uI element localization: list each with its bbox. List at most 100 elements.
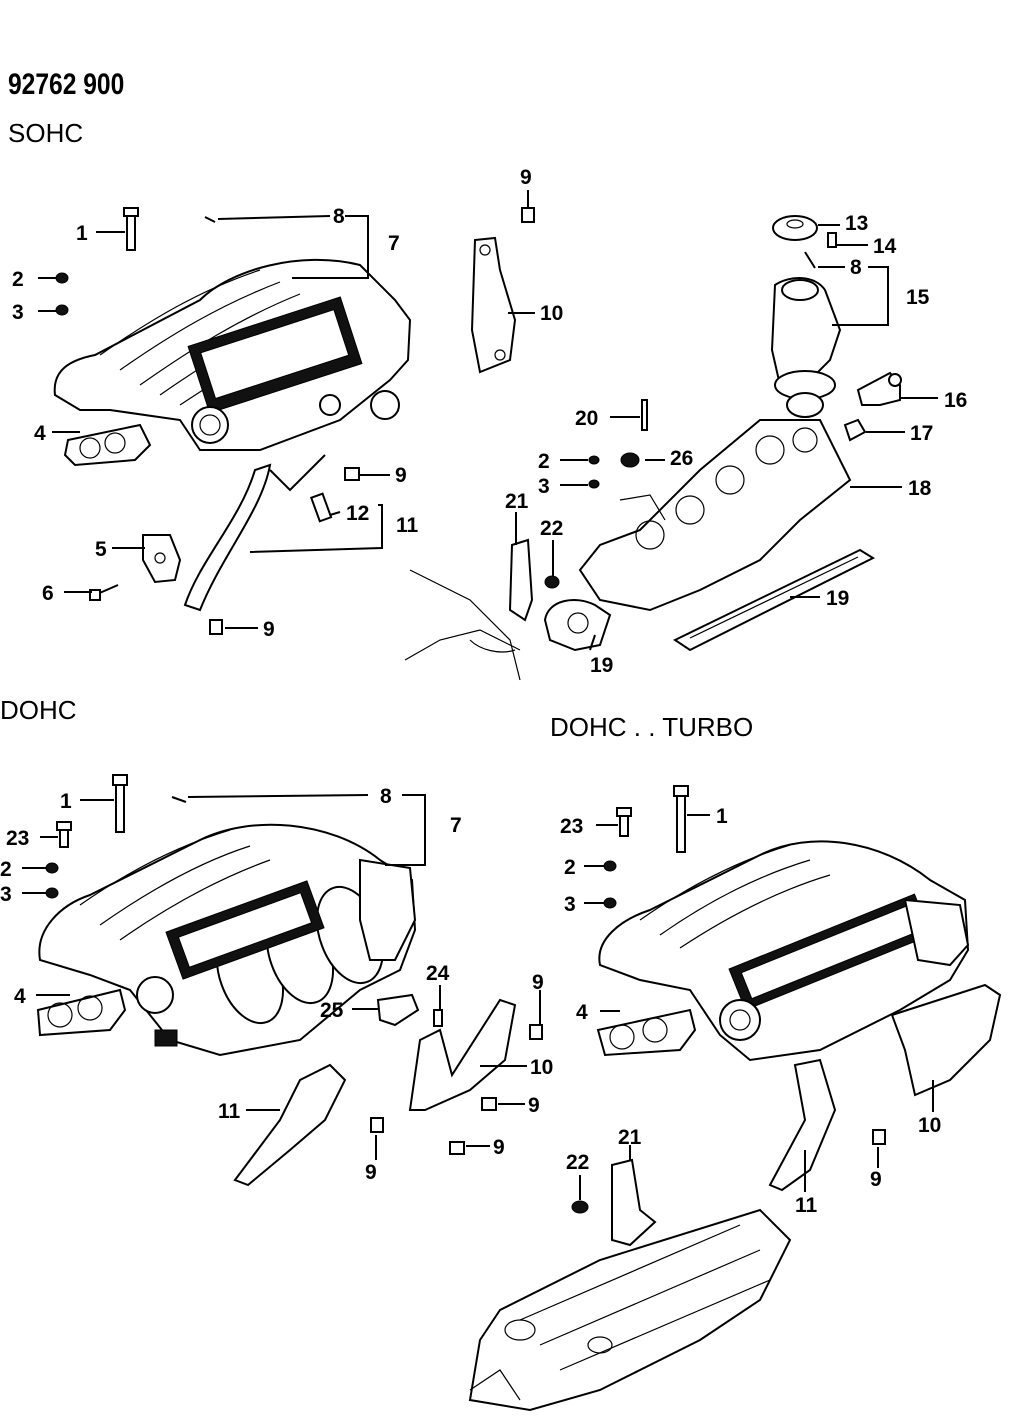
dohc-part-23-bolt xyxy=(56,821,72,848)
callout-sohc-26: 26 xyxy=(670,447,694,470)
turbo-leader-lines xyxy=(579,814,934,1200)
dohc-turbo-section-title: DOHC . . TURBO xyxy=(550,712,754,742)
sohc-part-2-nut xyxy=(55,272,69,284)
callout-dohc-1: 1 xyxy=(60,790,72,813)
turbo-intake-manifold xyxy=(598,840,970,1062)
callout-sohc-13: 13 xyxy=(845,212,869,235)
callout-sohc-14: 14 xyxy=(873,235,897,258)
sohc-part-26-nut xyxy=(620,452,640,468)
sohc-engine-block xyxy=(404,569,521,681)
callout-sohc-18: 18 xyxy=(908,477,932,500)
callout-turbo-2: 2 xyxy=(564,856,576,879)
callout-sohc-7: 7 xyxy=(388,232,400,255)
sohc-part-8b-pin xyxy=(804,251,816,269)
dohc-part-3-washer xyxy=(45,887,59,899)
callout-sohc-17: 17 xyxy=(910,422,934,445)
callout-sohc-22: 22 xyxy=(540,517,564,540)
sohc-intake-manifold xyxy=(53,258,412,451)
dohc-gasket-4 xyxy=(36,988,127,1037)
callout-turbo-3: 3 xyxy=(564,893,576,916)
callout-sohc-8b: 8 xyxy=(850,256,862,279)
dohc-leader-lines xyxy=(22,794,541,1160)
callout-sohc-9-top: 9 xyxy=(520,166,532,189)
dohc-part-2-nut xyxy=(45,862,59,874)
callout-dohc-4: 4 xyxy=(14,985,26,1008)
callout-turbo-11: 11 xyxy=(795,1194,818,1217)
sohc-part-15-housing xyxy=(770,277,842,418)
callout-turbo-1: 1 xyxy=(716,805,728,828)
callout-dohc-8: 8 xyxy=(380,785,392,808)
callout-dohc-10: 10 xyxy=(530,1056,554,1079)
callout-sohc-19-left: 19 xyxy=(590,654,614,677)
sohc-part-11-stay xyxy=(183,454,326,612)
sohc-part-9-bolts xyxy=(209,207,535,635)
sohc-part-3-washer xyxy=(55,304,69,316)
callout-sohc-2b: 2 xyxy=(538,450,550,473)
callout-sohc-1: 1 xyxy=(76,222,88,245)
sohc-part-13-cap xyxy=(772,215,818,241)
turbo-part-22-bolt xyxy=(571,1200,589,1214)
turbo-part-1-bolt xyxy=(673,785,689,853)
sohc-part-8-pin xyxy=(204,216,216,223)
callout-sohc-9-mid: 9 xyxy=(395,464,407,487)
callout-dohc-9-b: 9 xyxy=(528,1094,540,1117)
dohc-part-11-bracket xyxy=(233,1063,347,1187)
callout-turbo-4: 4 xyxy=(576,1001,588,1024)
callout-dohc-11: 11 xyxy=(218,1100,241,1123)
sohc-part-18-lower-manifold xyxy=(578,419,852,612)
callout-sohc-10: 10 xyxy=(540,302,564,325)
sohc-section-title: SOHC xyxy=(8,118,84,148)
sohc-part-1-bolt xyxy=(123,207,139,251)
callout-turbo-22: 22 xyxy=(566,1151,590,1174)
callout-sohc-11: 11 xyxy=(396,514,419,537)
dohc-part-24-bolt xyxy=(433,1009,443,1027)
callout-dohc-9-c: 9 xyxy=(365,1161,377,1184)
callout-dohc-24: 24 xyxy=(426,962,450,985)
callout-dohc-25: 25 xyxy=(320,999,344,1022)
callout-sohc-9-low: 9 xyxy=(263,618,275,641)
callout-sohc-3: 3 xyxy=(12,301,24,324)
callout-dohc-9-a: 9 xyxy=(532,971,544,994)
sohc-part-10-bracket xyxy=(470,236,517,374)
callout-turbo-9: 9 xyxy=(870,1168,882,1191)
callout-dohc-3: 3 xyxy=(0,883,12,906)
sohc-part-19-gasket xyxy=(543,548,876,652)
turbo-part-10-bracket xyxy=(890,983,1002,1097)
sohc-part-22-bolt xyxy=(544,575,560,589)
callout-dohc-7: 7 xyxy=(450,814,462,837)
turbo-part-9-bolt xyxy=(872,1129,886,1145)
turbo-engine-head xyxy=(468,1208,792,1412)
sohc-part-5-plate xyxy=(142,534,182,584)
callout-sohc-21: 21 xyxy=(505,490,529,513)
callout-turbo-10: 10 xyxy=(918,1114,942,1137)
sohc-part-17-sensor xyxy=(843,418,867,442)
dohc-intake-manifold xyxy=(38,823,417,1057)
sohc-part-12-bolt xyxy=(309,492,333,523)
turbo-part-11-bracket xyxy=(768,1058,837,1192)
sohc-gasket-4 xyxy=(63,423,152,467)
callout-sohc-15: 15 xyxy=(906,286,930,309)
turbo-gasket-4 xyxy=(596,1008,697,1057)
sohc-part-21-bracket xyxy=(508,538,534,622)
sohc-part-16-fitting xyxy=(856,371,902,406)
turbo-part-2-nut xyxy=(603,860,617,872)
callout-sohc-8: 8 xyxy=(333,205,345,228)
callout-sohc-19-right: 19 xyxy=(826,587,850,610)
turbo-part-23-bolt xyxy=(616,807,632,837)
callout-sohc-4: 4 xyxy=(34,422,46,445)
turbo-part-21-bracket xyxy=(611,1158,657,1247)
callout-sohc-6: 6 xyxy=(42,582,54,605)
callout-sohc-2: 2 xyxy=(12,268,24,291)
callout-sohc-12: 12 xyxy=(346,502,370,525)
callout-sohc-5: 5 xyxy=(95,538,107,561)
dohc-section-title: DOHC xyxy=(0,695,77,725)
sohc-part-2b-nut xyxy=(588,455,600,465)
callout-turbo-21: 21 xyxy=(618,1126,642,1149)
dohc-part-25-bracket xyxy=(376,993,420,1027)
dohc-part-9-bolts xyxy=(370,1024,543,1155)
sohc-part-14-bolt xyxy=(827,232,837,248)
callout-dohc-9-d: 9 xyxy=(493,1136,505,1159)
dohc-part-1-bolt xyxy=(112,774,128,833)
